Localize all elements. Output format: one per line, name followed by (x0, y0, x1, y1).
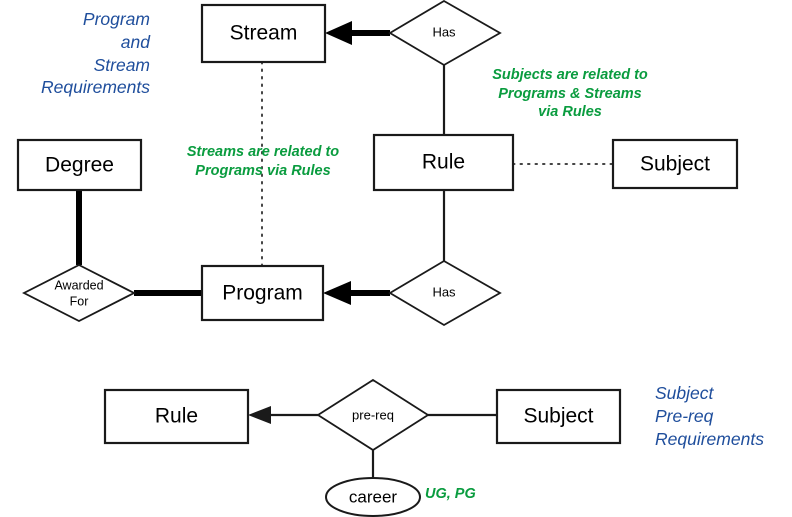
relationship-has-top-label: Has (432, 24, 456, 39)
note-career-values: UG, PG (425, 486, 476, 502)
entity-rule-top-label: Rule (422, 151, 465, 174)
relationship-awarded-for-label-line1: Awarded (54, 278, 103, 292)
relationship-has-bottom-diamond[interactable] (388, 259, 502, 327)
entity-subject-top-label: Subject (640, 153, 710, 176)
entity-program-box[interactable] (200, 264, 325, 322)
relationship-pre-req-diamond[interactable] (316, 378, 430, 452)
entity-subject-top-box[interactable] (611, 138, 739, 190)
entity-degree-box[interactable] (16, 138, 143, 192)
relationship-has-top-diamond[interactable] (388, 0, 502, 67)
entity-rule-bottom-label: Rule (155, 405, 198, 428)
attribute-career-label: career (349, 487, 398, 506)
relationship-awarded-for-label-line2: For (70, 294, 89, 308)
arrowhead-to-stream (325, 21, 352, 45)
entity-rule-top-box[interactable] (372, 133, 515, 192)
arrowhead-to-rule-bottom (248, 406, 271, 424)
attribute-career-ellipse[interactable] (325, 477, 421, 517)
entity-subject-bottom-label: Subject (523, 405, 593, 428)
arrowhead-to-program (323, 281, 351, 305)
relationship-awarded-for-diamond[interactable] (22, 263, 136, 323)
entity-stream-box[interactable] (200, 3, 327, 64)
section-title-subject-prereq-requirements: Subject Pre-req Requirements (655, 383, 764, 449)
section-title-program-stream-requirements: Program and Stream Requirements (41, 9, 150, 98)
relationship-has-bottom-label: Has (432, 284, 456, 299)
note-subjects-related-via-rules: Subjects are related to Programs & Strea… (492, 67, 648, 121)
entity-rule-bottom-box[interactable] (103, 388, 250, 445)
entity-stream-label: Stream (230, 22, 298, 45)
entity-degree-label: Degree (45, 154, 114, 177)
relationship-pre-req-label: pre-req (352, 407, 394, 422)
entity-program-label: Program (222, 282, 303, 305)
note-streams-related-via-rules: Streams are related to Programs via Rule… (186, 144, 340, 179)
entity-subject-bottom-box[interactable] (495, 388, 622, 445)
